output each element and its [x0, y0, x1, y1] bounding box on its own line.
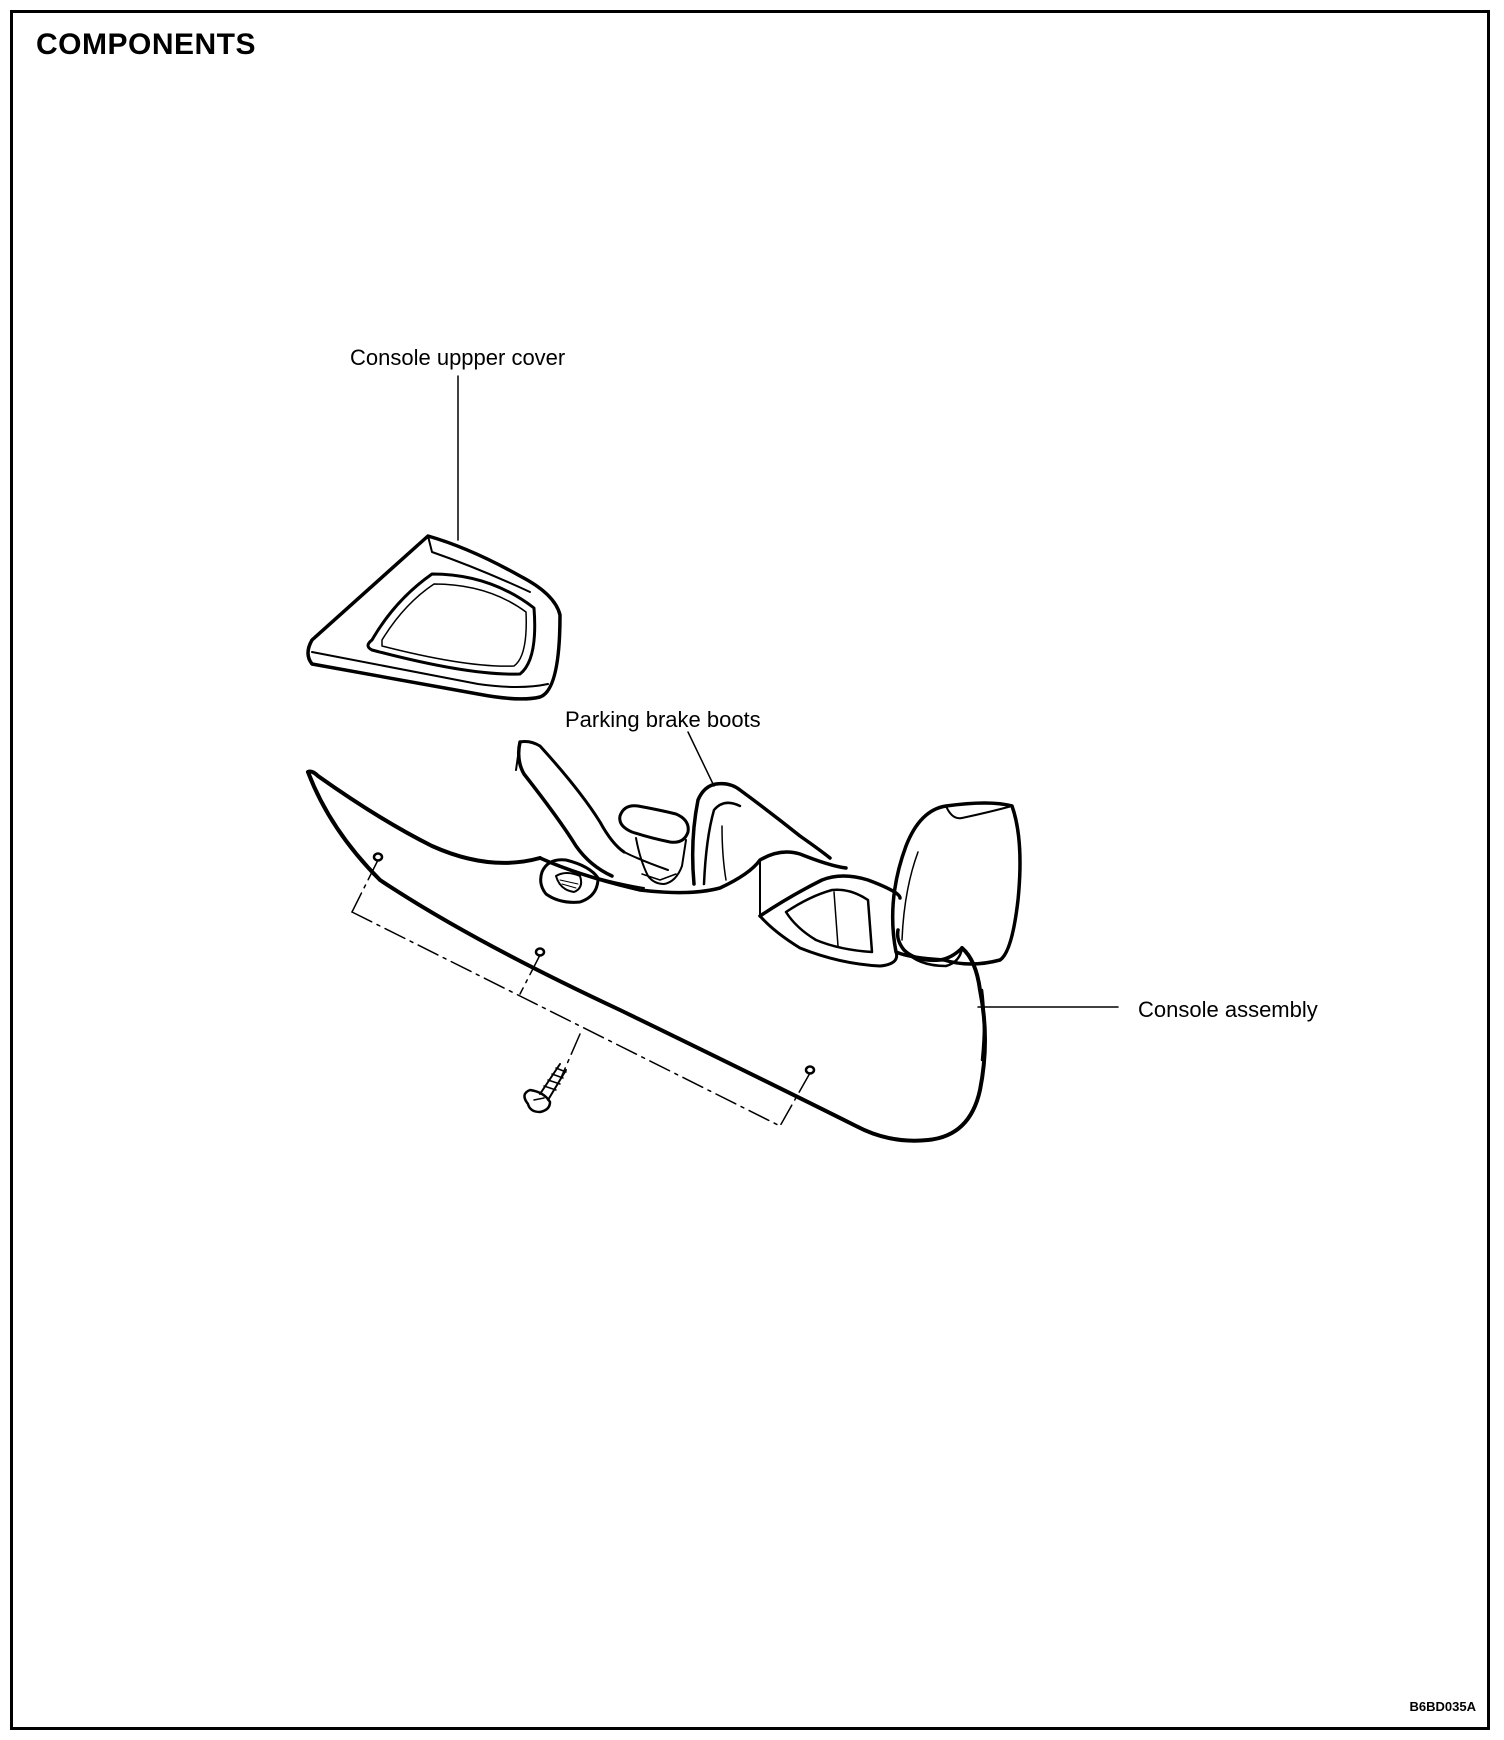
assembly-guide-lines [351, 859, 811, 1127]
callout-console-upper-cover: Console uppper cover [350, 345, 566, 370]
leader-lines [457, 375, 1119, 1008]
console-assembly-part [306, 740, 1022, 1143]
page-frame [10, 10, 1490, 1730]
callout-console-assembly: Console assembly [1138, 997, 1318, 1022]
mounting-holes [372, 852, 816, 1075]
figure-code: B6BD035A [1409, 1699, 1476, 1714]
screw-part [523, 1063, 567, 1114]
callout-parking-brake-boots: Parking brake boots [565, 707, 761, 732]
page-title: COMPONENTS [36, 28, 257, 61]
console-upper-cover-part [306, 534, 562, 701]
leader-parking-boots [687, 731, 715, 787]
